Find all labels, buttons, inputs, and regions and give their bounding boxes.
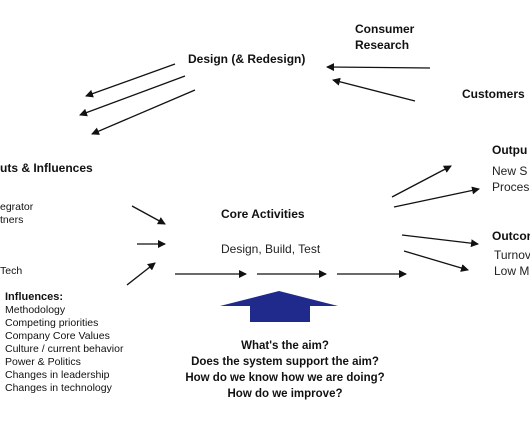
- influences-list: Methodology Competing priorities Company…: [5, 304, 123, 395]
- influence-item: Power & Politics: [5, 356, 81, 368]
- inputs-title: uts & Influences: [0, 161, 93, 175]
- research-label: Research: [355, 38, 410, 52]
- input-item: tners: [0, 214, 24, 226]
- customers-to-design-arrow: [332, 77, 416, 102]
- outcomes-title: Outcor: [492, 229, 530, 243]
- consumer-label: Consumer: [355, 22, 415, 36]
- research-to-design-arrow: [326, 63, 431, 72]
- output-item: New S: [492, 164, 528, 178]
- influence-item: Culture / current behavior: [5, 343, 124, 355]
- customers-label: Customers: [462, 87, 525, 101]
- to-outcomes-arrow-1: [401, 234, 479, 248]
- core-subtitle: Design, Build, Test: [221, 242, 321, 256]
- influence-item: Competing priorities: [5, 317, 99, 329]
- question-support: Does the system support the aim?: [191, 356, 379, 368]
- influence-item: Changes in technology: [5, 382, 112, 394]
- question-aim: What's the aim?: [241, 340, 329, 352]
- influence-item: Changes in leadership: [5, 369, 110, 381]
- question-measure: How do we know how we are doing?: [185, 372, 385, 384]
- to-outputs-arrow-2: [393, 186, 480, 208]
- output-item: Proces: [492, 180, 530, 194]
- input-item: egrator: [0, 201, 34, 213]
- outcome-item: Turnov: [494, 248, 530, 262]
- design-to-inputs-arrow-2: [79, 75, 186, 117]
- design-title: Design (& Redesign): [188, 52, 306, 66]
- outcome-item: Low M: [494, 264, 530, 278]
- design-to-inputs-arrow-3: [91, 89, 196, 135]
- input-arrow-1: [131, 205, 166, 225]
- big-up-arrow: [220, 291, 338, 322]
- influence-item: Company Core Values: [5, 330, 110, 342]
- input-arrow-3: [126, 262, 156, 286]
- to-outcomes-arrow-2: [403, 250, 469, 272]
- core-title: Core Activities: [221, 207, 305, 221]
- questions-block: What's the aim? Does the system support …: [160, 338, 410, 402]
- to-outputs-arrow-1: [391, 165, 452, 198]
- input-item: Tech: [0, 265, 23, 277]
- question-improve: How do we improve?: [227, 388, 343, 400]
- outputs-title: Outpu: [492, 143, 528, 157]
- influence-item: Methodology: [5, 304, 66, 316]
- design-to-inputs-arrow-1: [85, 63, 176, 98]
- influences-title: Influences:: [5, 291, 64, 303]
